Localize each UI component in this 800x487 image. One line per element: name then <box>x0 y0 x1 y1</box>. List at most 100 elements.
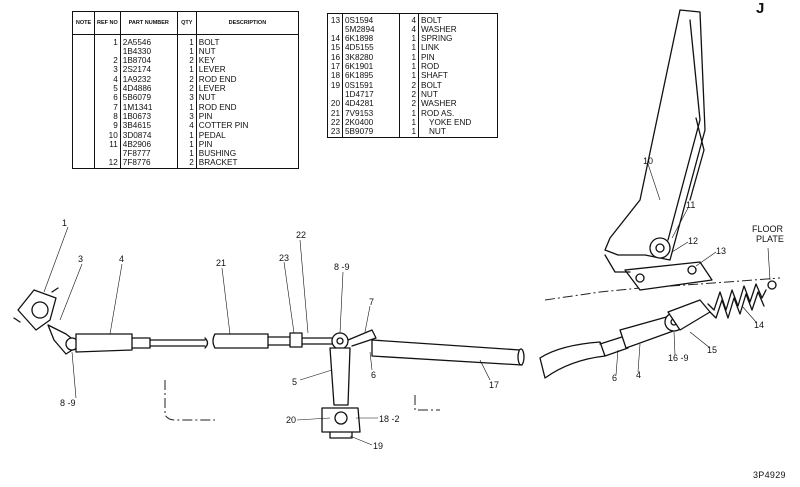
pedal-assembly <box>604 9 713 291</box>
note-cell <box>72 84 95 94</box>
ref-cell: 4 <box>94 75 121 85</box>
spring-link <box>667 280 777 331</box>
description-cell: BRACKET <box>198 158 238 168</box>
part-number-cell: 7F8776 <box>120 158 178 169</box>
header-ref-no: REF NO <box>94 11 121 35</box>
header-note: NOTE <box>72 11 95 35</box>
center-bellcrank <box>321 329 377 439</box>
part-number-cell: 1B8704 <box>120 56 178 66</box>
callout-1: 1 <box>62 218 67 228</box>
description-cell: SPRING <box>421 34 453 44</box>
part-number-cell: 2S2174 <box>120 66 178 76</box>
ref-cell: 17 <box>327 62 343 72</box>
callout-19: 19 <box>373 441 383 451</box>
qty-cell: 2 <box>177 84 197 94</box>
description-cell: COTTER PIN <box>198 121 249 131</box>
rod-end-right <box>539 312 684 379</box>
ref-cell: 10 <box>94 131 121 141</box>
qty-cell: 1 <box>177 131 197 141</box>
leader-lines <box>43 163 771 446</box>
description-cell: NUT <box>198 46 216 56</box>
ref-cell: 12 <box>94 158 121 169</box>
description-cell: YOKE END <box>429 117 472 127</box>
qty-cell: 1 <box>399 62 419 72</box>
part-number-cell: 1D4717 <box>342 90 400 100</box>
part-number-cell: 6K1901 <box>342 62 400 72</box>
description-cell: BOLT <box>421 80 442 90</box>
part-number-cell: 5B6079 <box>120 94 178 104</box>
callout-7: 7 <box>369 297 374 307</box>
header-part-number: PART NUMBER <box>120 11 178 35</box>
part-number-cell: 0S1591 <box>342 81 400 91</box>
part-number-cell: 2A5546 <box>120 34 178 48</box>
description-cell: LEVER <box>198 65 226 75</box>
qty-cell: 1 <box>177 34 197 48</box>
description-cell: KEY <box>198 56 216 66</box>
corner-mark: J <box>756 0 765 17</box>
callout-12: 12 <box>688 236 698 246</box>
ref-cell: 23 <box>327 127 343 138</box>
reference-code: 3P4929 <box>753 470 786 480</box>
note-cell <box>72 130 95 141</box>
callout-15: 15 <box>707 345 717 355</box>
callout-11: 11 <box>686 200 695 210</box>
callout-16-9: 16 -9 <box>668 353 689 363</box>
description-cell: SHAFT <box>421 71 448 81</box>
description-cell: PEDAL <box>198 130 226 140</box>
qty-cell: 2 <box>399 90 419 100</box>
ref-cell: 9 <box>94 121 121 131</box>
description-cell: PIN <box>421 52 435 62</box>
note-cell <box>72 121 95 131</box>
callout-17: 17 <box>489 380 499 390</box>
part-number-cell: 6K1895 <box>342 72 400 82</box>
qty-cell: 1 <box>177 66 197 76</box>
note-cell <box>72 56 95 66</box>
qty-cell: 2 <box>177 158 197 169</box>
part-number-cell: 1A9232 <box>120 75 178 85</box>
description-cell: ROD END <box>198 102 237 112</box>
floor-outline-phantom-right <box>414 395 440 411</box>
part-number-cell: 7V9153 <box>342 109 400 119</box>
qty-cell: 1 <box>399 72 419 82</box>
ref-cell <box>94 47 121 57</box>
note-cell <box>72 34 95 48</box>
qty-cell: 2 <box>399 99 419 109</box>
qty-cell: 2 <box>177 75 197 85</box>
ref-cell: 2 <box>94 56 121 66</box>
ref-cell: 21 <box>327 109 343 119</box>
ref-cell: 19 <box>327 81 343 91</box>
callout-10: 10 <box>643 156 653 166</box>
ref-cell: 8 <box>94 112 121 122</box>
ref-cell: 6 <box>94 94 121 104</box>
header-qty: QTY <box>177 11 197 35</box>
table-header-row: NOTE REF NO PART NUMBER QTY DESCRIPTION <box>72 11 299 35</box>
ref-cell: 1 <box>94 34 121 48</box>
qty-cell: 1 <box>399 127 419 138</box>
qty-cell: 1 <box>177 140 197 150</box>
rod-end-left <box>75 333 209 353</box>
part-number-cell: 3K8280 <box>342 53 400 63</box>
description-cell: LINK <box>421 43 440 53</box>
rod-17 <box>371 339 525 366</box>
description-cell: ROD AS. <box>421 108 455 118</box>
ref-cell: 15 <box>327 44 343 54</box>
qty-cell: 1 <box>399 53 419 63</box>
